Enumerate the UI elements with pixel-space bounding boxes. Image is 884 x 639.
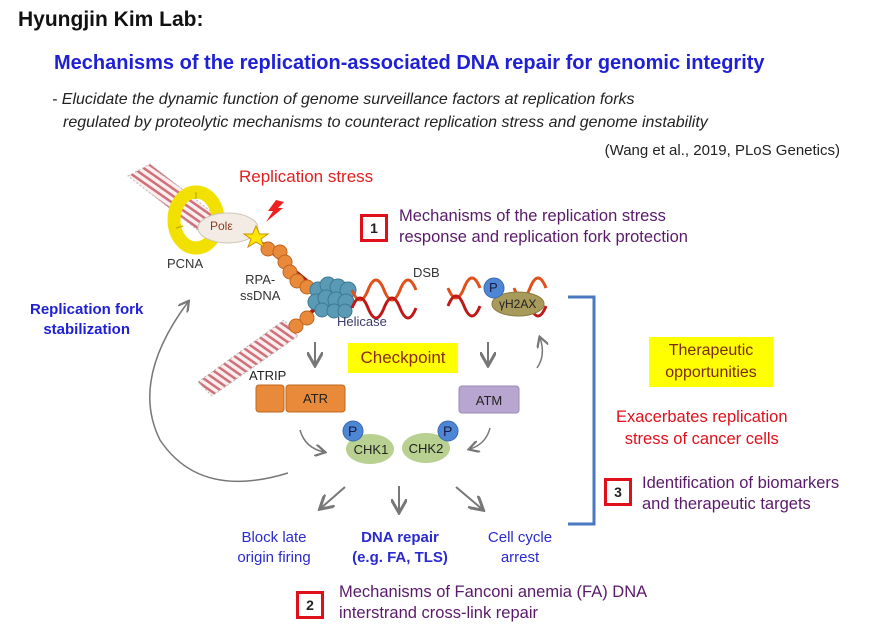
outcome-dna-repair-line1: DNA repair [361, 529, 439, 546]
aim-1-line1: Mechanisms of the replication stress [399, 207, 666, 225]
aim-line-2: regulated by proteolytic mechanisms to c… [63, 114, 708, 131]
outcome-block-origin: Block late origin firing [226, 528, 322, 568]
h2ax-shape [491, 291, 545, 317]
arrow-feedback-dsb [537, 338, 542, 369]
chk2-phospho-label: P [443, 423, 453, 439]
rpa-beads [260, 241, 315, 334]
rpa-label-line1: RPA- [245, 272, 276, 287]
rpa-label-line2: ssDNA [240, 288, 281, 303]
replication-stress-label: Replication stress [239, 167, 374, 186]
arrow-to-cell-cycle [455, 486, 482, 509]
chk1-phospho-label: P [348, 423, 358, 439]
fork-stabilization-label: Replication fork stabilization [30, 300, 143, 340]
phospho-chk2-icon [437, 420, 459, 442]
outcome-cell-cycle-line1: Cell cycle [487, 529, 553, 546]
aim-3-badge: 3 [604, 478, 632, 506]
aim-3-line1: Identification of biomarkers [642, 474, 840, 492]
exacerbates-line2: stress of cancer cells [624, 430, 779, 448]
aim-description: - Elucidate the dynamic function of geno… [52, 88, 708, 134]
therapeutic-line1: Therapeutic [668, 342, 754, 359]
pol-epsilon-label: Polε [210, 219, 233, 233]
outcome-cell-cycle-line2: arrest [500, 549, 540, 566]
pol-epsilon-shape [197, 212, 259, 244]
lightning-icon [266, 200, 284, 222]
arrow-atm-to-chk2 [470, 427, 491, 449]
h2ax-label: γH2AX [499, 297, 537, 311]
arrow-to-block-origin [321, 486, 346, 508]
therapeutic-line2: opportunities [665, 364, 757, 381]
h2ax-phospho-label: P [489, 280, 498, 295]
therapeutic-opportunities-label: Therapeutic opportunities [649, 337, 773, 387]
outcome-dna-repair: DNA repair (e.g. FA, TLS) [340, 528, 460, 568]
aim-2-text: Mechanisms of Fanconi anemia (FA) DNA in… [339, 582, 647, 624]
aim-1-text: Mechanisms of the replication stress res… [399, 206, 688, 248]
outcome-cell-cycle: Cell cycle arrest [474, 528, 566, 568]
outcome-block-origin-line2: origin firing [237, 549, 311, 566]
chk1-shape [346, 434, 394, 464]
atm-label: ATM [475, 393, 503, 408]
helicase-icon [307, 276, 357, 319]
outcome-dna-repair-line2: (e.g. FA, TLS) [352, 549, 448, 566]
citation: (Wang et al., 2019, PLoS Genetics) [604, 142, 840, 159]
phospho-chk1-icon [342, 420, 364, 442]
aim-3-line2: and therapeutic targets [642, 495, 811, 513]
pcna-label: PCNA [167, 256, 204, 271]
lagging-dna [197, 319, 299, 397]
aim-2-badge: 2 [296, 591, 324, 619]
aim-2-line2: interstrand cross-link repair [339, 604, 538, 622]
helicase-label: Helicase [337, 314, 387, 329]
dna-helix-icon [350, 278, 418, 320]
chk1-label: CHK1 [353, 442, 389, 457]
aim-3-text: Identification of biomarkers and therape… [642, 473, 839, 515]
stalled-fork-star-icon [242, 224, 270, 249]
lab-title: Hyungjin Kim Lab: [18, 8, 204, 31]
main-title: Mechanisms of the replication-associated… [54, 52, 765, 74]
chk2-label: CHK2 [408, 441, 444, 456]
dsb-label: DSB [413, 265, 440, 280]
aim-1-line2: response and replication fork protection [399, 228, 688, 246]
outcome-block-origin-line1: Block late [241, 529, 307, 546]
aim-2-line1: Mechanisms of Fanconi anemia (FA) DNA [339, 583, 648, 601]
phospho-h2ax-icon [483, 277, 505, 299]
atrip-label: ATRIP [249, 368, 287, 383]
aim-1-badge: 1 [360, 214, 388, 242]
atrip-box [255, 384, 285, 413]
exacerbates-line1: Exacerbates replication [616, 408, 788, 426]
checkpoint-label: Checkpoint [348, 343, 458, 373]
aim-line-1: - Elucidate the dynamic function of geno… [52, 91, 635, 108]
atr-box [285, 384, 346, 413]
atm-box [458, 385, 520, 414]
atr-label: ATR [302, 391, 329, 406]
arrow-atr-to-chk1 [299, 429, 324, 452]
chk2-shape [402, 433, 450, 463]
therapeutic-bracket [568, 295, 596, 526]
arrow-fork-stabilization [149, 302, 289, 483]
fork-stabilization-line1: Replication fork [30, 301, 144, 318]
fork-stabilization-line2: stabilization [43, 321, 131, 338]
rpa-ssdna-label: RPA- ssDNA [240, 272, 280, 304]
exacerbates-label: Exacerbates replication stress of cancer… [616, 406, 788, 450]
